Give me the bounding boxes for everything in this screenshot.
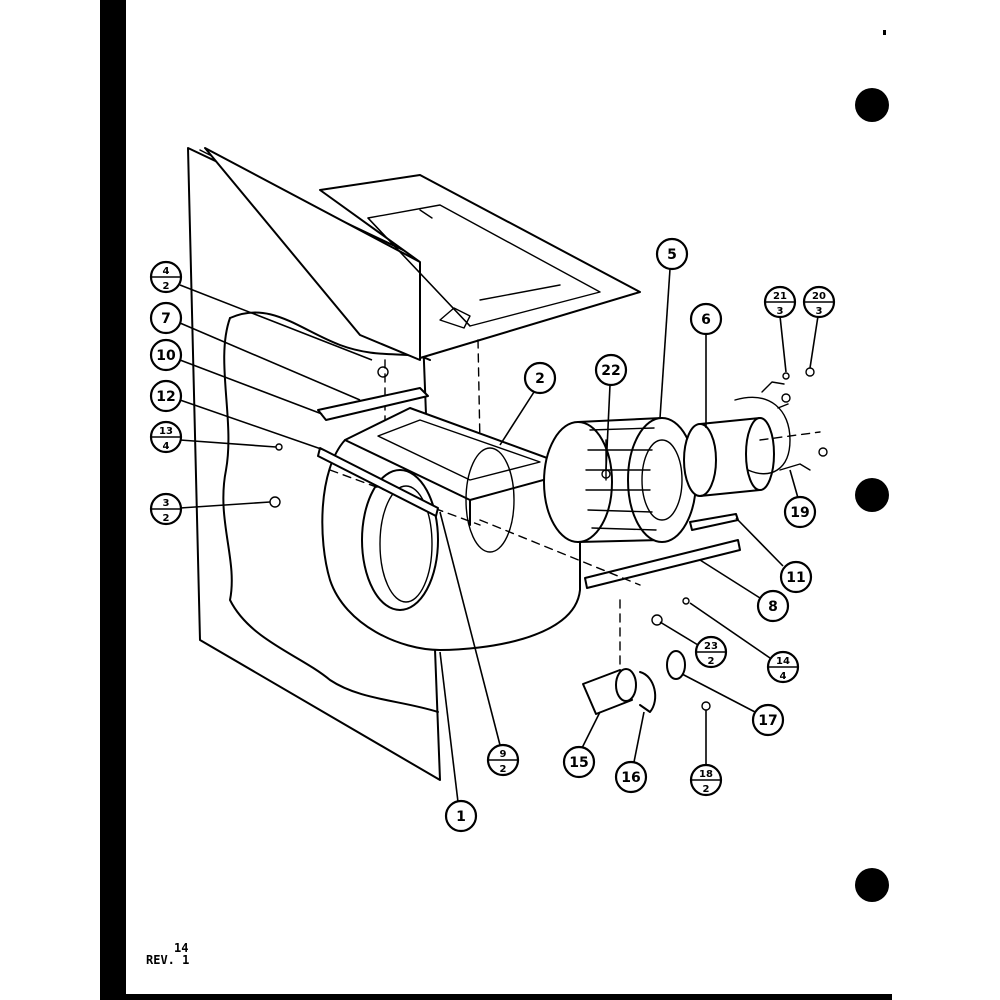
svg-text:13: 13: [159, 426, 173, 437]
page-number: 14: [174, 941, 189, 955]
svg-text:2: 2: [703, 784, 710, 795]
svg-text:3: 3: [816, 306, 823, 317]
scan-speck: [883, 30, 886, 35]
capacitor-assembly: [582, 650, 686, 715]
svg-text:10: 10: [156, 348, 176, 364]
callout-6: 6: [689, 302, 723, 428]
binder-hole-top: [855, 88, 889, 122]
svg-text:2: 2: [500, 764, 507, 775]
blower-motor: [683, 381, 821, 497]
binding-edge: [100, 0, 126, 1000]
blower-wheel: [543, 417, 697, 543]
svg-text:7: 7: [161, 311, 171, 327]
svg-text:2: 2: [535, 371, 545, 387]
callout-12: 12: [149, 379, 325, 451]
callout-17: 17: [681, 673, 785, 737]
revision-label: REV. 1: [146, 953, 190, 967]
svg-text:21: 21: [773, 291, 787, 302]
bottom-border: [126, 994, 892, 1000]
callout-2: 2: [499, 361, 557, 446]
callout-9-2: 9 2: [439, 511, 520, 777]
callout-20-3: 20 3: [802, 285, 836, 369]
page-footer: 14 REV. 1: [146, 942, 189, 966]
svg-text:20: 20: [812, 291, 826, 302]
svg-text:3: 3: [163, 498, 170, 509]
callout-21-3: 21 3: [763, 285, 797, 373]
svg-text:18: 18: [699, 769, 713, 780]
svg-text:3: 3: [777, 306, 784, 317]
callout-23-2: 23 2: [659, 621, 728, 669]
callout-5: 5: [655, 237, 689, 419]
svg-text:4: 4: [780, 671, 787, 682]
svg-text:22: 22: [601, 363, 620, 379]
svg-text:4: 4: [163, 266, 170, 277]
callout-4-2: 4 2: [149, 260, 373, 361]
callout-22: 22: [594, 353, 628, 471]
svg-text:1: 1: [456, 809, 466, 825]
callout-8: 8: [699, 559, 790, 623]
callout-7: 7: [149, 301, 361, 401]
callout-11: 11: [735, 517, 813, 594]
callout-13-4: 13 4: [149, 420, 277, 454]
svg-text:19: 19: [790, 505, 809, 521]
svg-text:2: 2: [163, 513, 170, 524]
svg-text:2: 2: [708, 656, 715, 667]
binder-hole-bottom: [855, 868, 889, 902]
callout-15: 15: [562, 711, 601, 779]
svg-text:5: 5: [667, 247, 677, 263]
callout-16: 16: [614, 711, 648, 794]
callout-18-2: 18 2: [689, 710, 723, 797]
blower-housing: [321, 407, 581, 651]
svg-text:9: 9: [500, 749, 507, 760]
svg-text:6: 6: [701, 312, 711, 328]
callout-19: 19: [783, 469, 817, 529]
callout-1: 1: [439, 651, 478, 833]
mounting-rails: [317, 387, 741, 681]
svg-text:14: 14: [776, 656, 790, 667]
top-panel: [204, 147, 641, 446]
svg-text:23: 23: [704, 641, 718, 652]
callout-14-4: 14 4: [689, 602, 800, 684]
svg-text:16: 16: [621, 770, 640, 786]
callout-10: 10: [149, 338, 323, 415]
svg-text:12: 12: [156, 389, 175, 405]
svg-text:17: 17: [758, 713, 777, 729]
svg-text:4: 4: [163, 441, 170, 452]
svg-text:8: 8: [768, 599, 778, 615]
svg-text:2: 2: [163, 281, 170, 292]
callout-3-2: 3 2: [149, 492, 271, 526]
svg-text:11: 11: [786, 570, 805, 586]
binder-hole-middle: [855, 478, 889, 512]
svg-text:15: 15: [569, 755, 588, 771]
